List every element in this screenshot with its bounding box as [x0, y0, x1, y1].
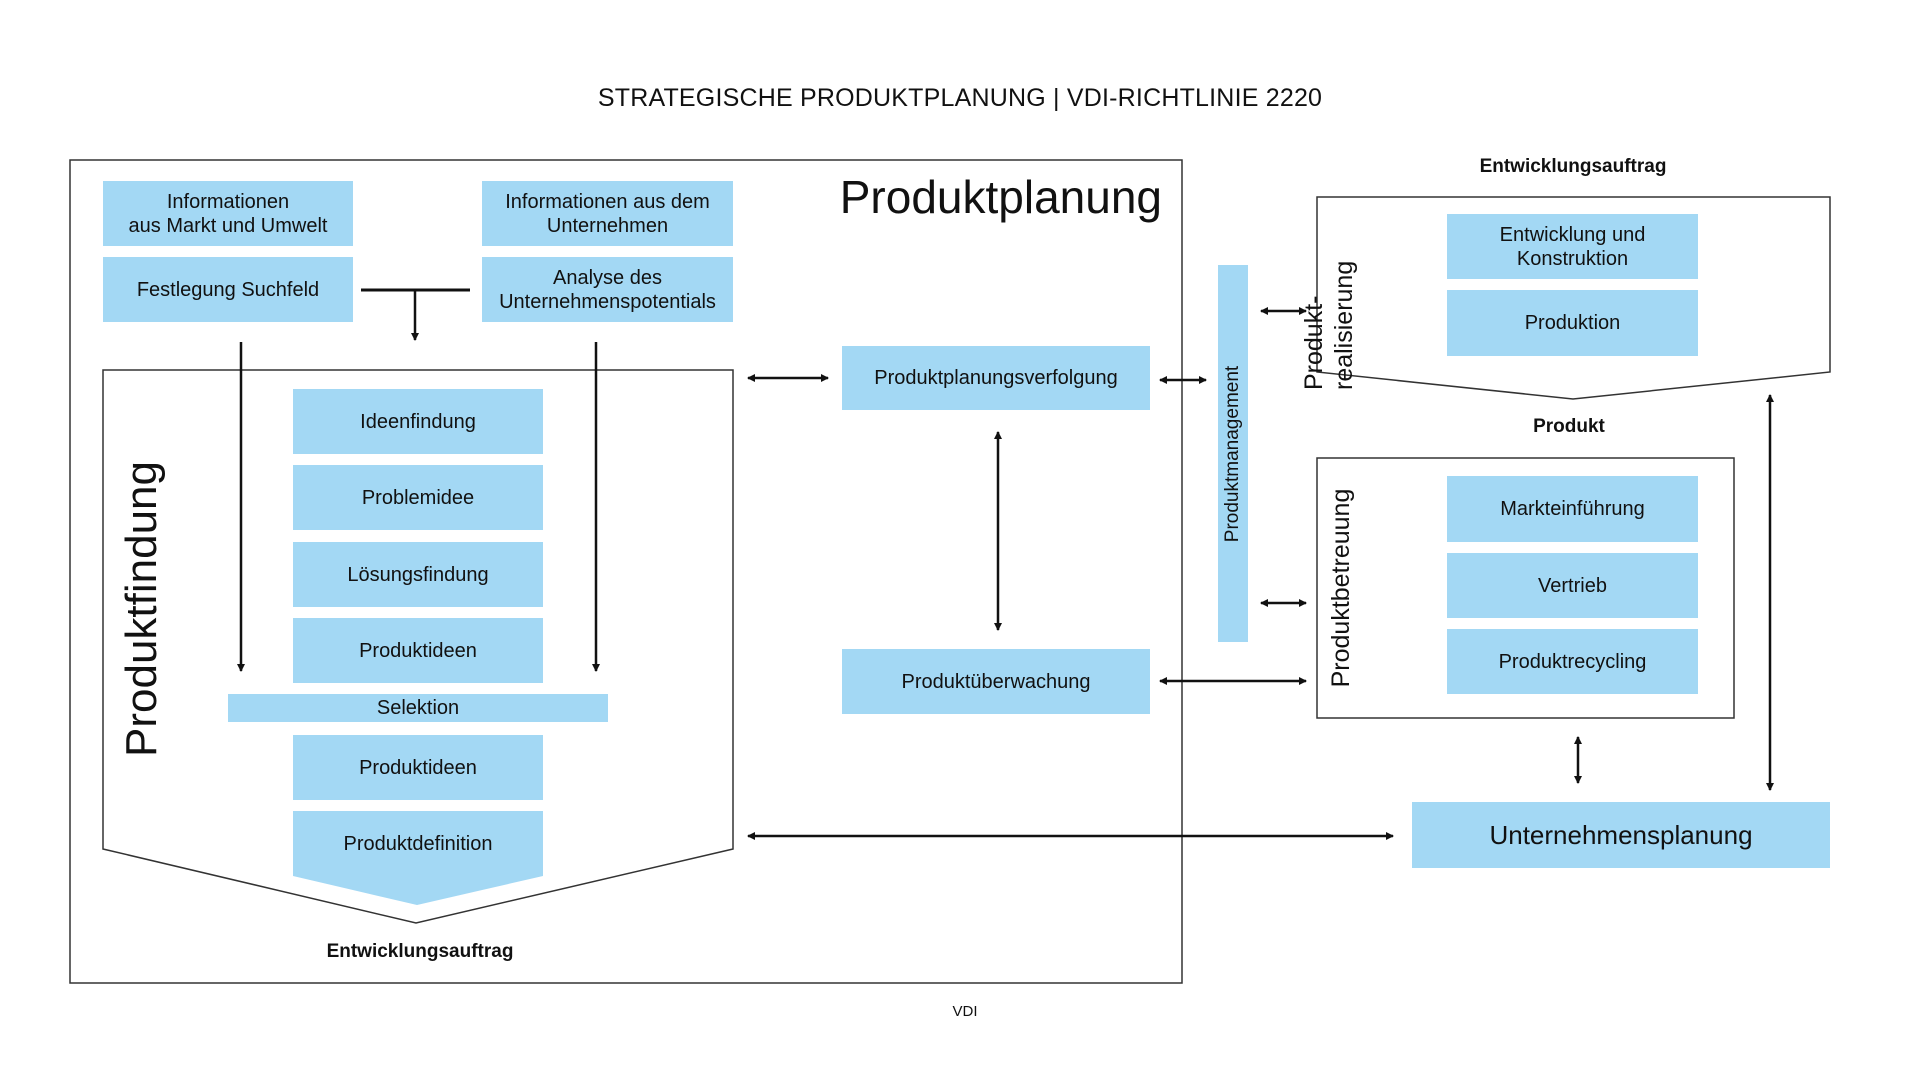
- step-ideenfindung[interactable]: Ideenfindung: [293, 389, 543, 454]
- produktplanung-label: Produktplanung: [839, 171, 1162, 223]
- entwicklungsauftrag-input-label: Entwicklungsauftrag: [1479, 156, 1667, 177]
- produktdefinition-shape: [293, 811, 543, 905]
- step-produktdefinition[interactable]: Produktdefinition: [293, 811, 543, 876]
- produktueberwachung-box[interactable]: Produktüberwachung: [842, 649, 1150, 714]
- step-label: Entwicklung und Konstruktion: [1499, 223, 1646, 270]
- produktplanungsverfolgung-box[interactable]: Produktplanungsverfolgung: [842, 346, 1150, 410]
- unternehmensplanung-box[interactable]: Unternehmensplanung: [1412, 802, 1830, 868]
- monitoring-label: Produktüberwachung: [901, 670, 1091, 693]
- step-produktideen[interactable]: Produktideen: [293, 618, 543, 683]
- produktfindung-frame: [102, 369, 734, 924]
- potential-analysis-box[interactable]: Analyse des Unternehmenspotentials: [482, 257, 733, 322]
- search-field-label: Festlegung Suchfeld: [136, 278, 320, 301]
- entwicklungsauftrag-output-label: Entwicklungsauftrag: [326, 941, 514, 962]
- market-info-label: Informationen aus Markt und Umwelt: [128, 190, 328, 237]
- markteinfuehrung-box[interactable]: Markteinführung: [1447, 476, 1698, 542]
- produktion-box[interactable]: Produktion: [1447, 290, 1698, 356]
- company-info-box[interactable]: Informationen aus dem Unternehmen: [482, 181, 733, 246]
- step-label: Vertrieb: [1538, 574, 1607, 597]
- vertrieb-box[interactable]: Vertrieb: [1447, 553, 1698, 618]
- produktmanagement-bar[interactable]: [1218, 265, 1248, 642]
- entwicklung-konstruktion-box[interactable]: Entwicklung und Konstruktion: [1447, 214, 1698, 279]
- step-label: Produktideen: [359, 756, 477, 779]
- company-info-label: Informationen aus dem Unternehmen: [505, 190, 710, 237]
- step-label: Produktdefinition: [343, 832, 493, 855]
- unternehmensplanung-label: Unternehmensplanung: [1489, 820, 1753, 850]
- produktbetreuung-frame: [1316, 457, 1735, 719]
- diagram-title: STRATEGISCHE PRODUKTPLANUNG | VDI-RICHTL…: [597, 84, 1323, 112]
- step-label: Ideenfindung: [360, 410, 476, 433]
- selektion-label: Selektion: [376, 697, 460, 719]
- market-info-box[interactable]: Informationen aus Markt und Umwelt: [103, 181, 353, 246]
- step-problemidee[interactable]: Problemidee: [293, 465, 543, 530]
- produktmanagement-label: Produktmanagement: [1222, 365, 1243, 543]
- footer-source: VDI: [952, 1003, 978, 1020]
- produktfindung-label: Produktfindung: [117, 461, 166, 757]
- potential-analysis-label: Analyse des Unternehmenspotentials: [499, 266, 716, 313]
- produktrealisierung-label: Produkt- realisierung: [1299, 190, 1359, 390]
- step-label: Produktrecycling: [1498, 650, 1647, 673]
- produktrealisierung-label-line1: Produkt-: [1300, 295, 1328, 390]
- produktrecycling-box[interactable]: Produktrecycling: [1447, 629, 1698, 694]
- produktplanung-frame: [69, 159, 1183, 984]
- step-produktideen-selected[interactable]: Produktideen: [293, 735, 543, 800]
- tracking-label: Produktplanungsverfolgung: [874, 367, 1118, 389]
- search-field-box[interactable]: Festlegung Suchfeld: [103, 257, 353, 322]
- step-label: Markteinführung: [1500, 498, 1645, 520]
- produktbetreuung-label: Produktbetreuung: [1327, 488, 1355, 688]
- step-label: Produktion: [1524, 312, 1621, 334]
- produktrealisierung-frame: [1316, 196, 1831, 400]
- step-loesungsfindung[interactable]: Lösungsfindung: [293, 542, 543, 607]
- step-label: Lösungsfindung: [347, 563, 489, 586]
- produktrealisierung-label-line2: realisierung: [1330, 260, 1358, 390]
- selektion-bar[interactable]: Selektion: [228, 694, 608, 722]
- produkt-label: Produkt: [1533, 416, 1605, 437]
- step-label: Produktideen: [359, 639, 477, 662]
- step-label: Problemidee: [361, 486, 475, 509]
